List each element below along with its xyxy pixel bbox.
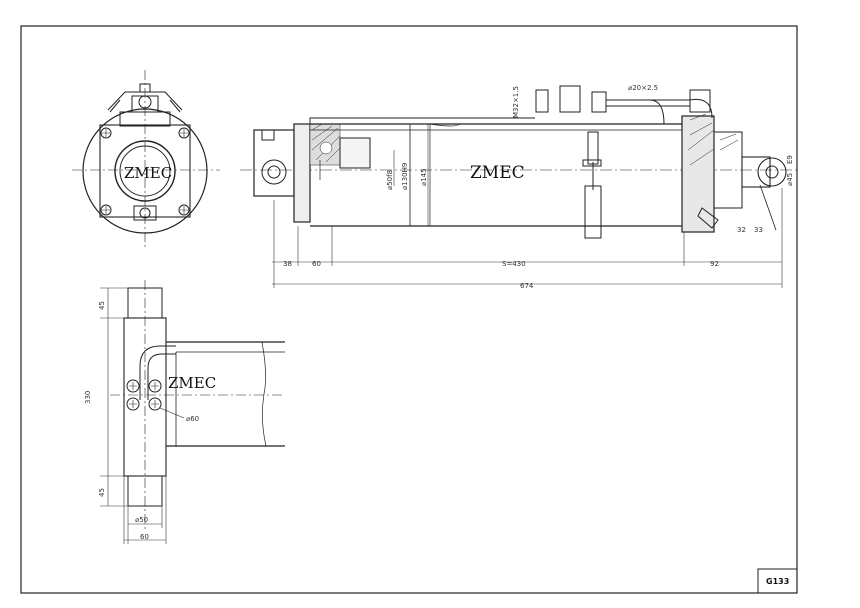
dim-bolt-circle: ⌀60 — [186, 415, 199, 423]
dim-pipe-size: ⌀20×2.5 — [628, 84, 658, 92]
dim-len-c: 92 — [710, 260, 719, 268]
dim-outer-dia: ⌀145 — [420, 168, 428, 186]
dim-total-len: 674 — [520, 282, 534, 290]
dim-shaft-50: ⌀50 — [135, 516, 148, 524]
drawing-code: G133 — [766, 577, 789, 586]
dim-port-thread: M32×1.5 — [512, 86, 520, 118]
side-dimensions — [272, 124, 783, 288]
dim-pin-b: 33 — [754, 226, 763, 234]
bottom-dimensions — [100, 287, 167, 544]
dim-width-60: 60 — [140, 533, 149, 541]
dim-stroke: S=430 — [502, 260, 526, 268]
dim-pin-dia: ⌀45 — [786, 173, 794, 186]
dim-rod-dia: ⌀50f8 — [386, 170, 394, 190]
end-view — [72, 70, 220, 248]
dim-bore-dia: ⌀130H9 — [401, 163, 409, 190]
dim-len-b: 60 — [312, 260, 321, 268]
dim-pin-a: 32 — [737, 226, 746, 234]
end-view-brand: ZMEC — [124, 164, 172, 182]
side-view-brand: ZMEC — [470, 163, 525, 183]
bottom-view — [110, 280, 285, 530]
bolt-holes — [100, 127, 190, 216]
bottom-view-brand: ZMEC — [168, 374, 216, 392]
dim-pin-fit: E9 — [786, 155, 794, 164]
side-view — [240, 85, 800, 239]
dim-bot-45: 45 — [98, 488, 106, 497]
dim-len-a: 38 — [283, 260, 292, 268]
dim-top-45: 45 — [98, 301, 106, 310]
drawing-border — [20, 25, 798, 594]
title-block: G133 — [757, 568, 798, 594]
dim-height-330: 330 — [84, 391, 92, 404]
section-hatch — [309, 123, 341, 166]
